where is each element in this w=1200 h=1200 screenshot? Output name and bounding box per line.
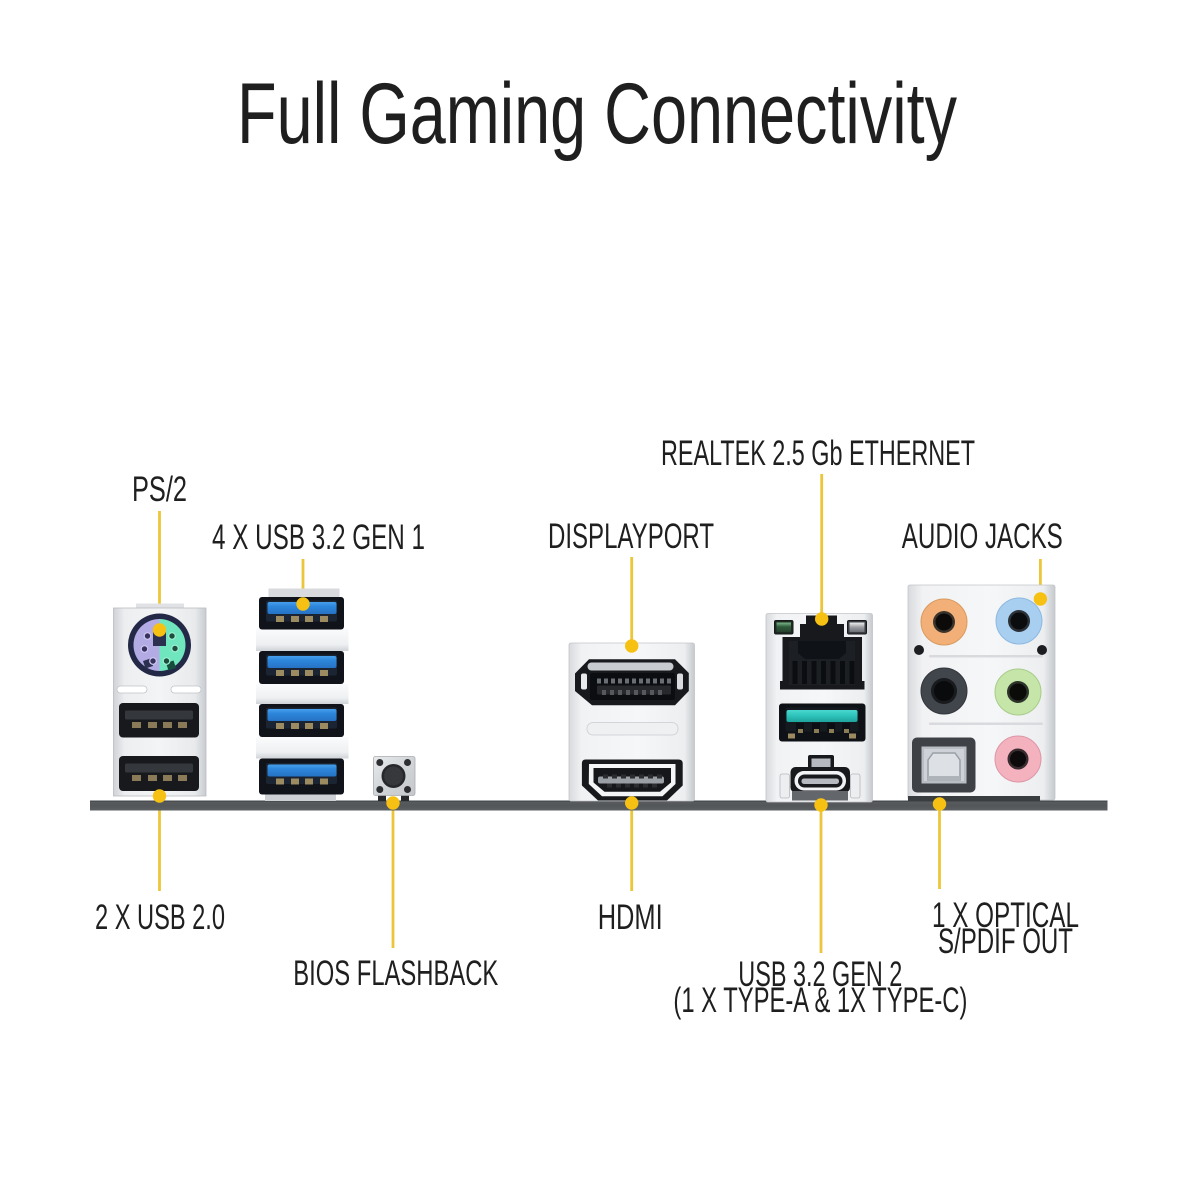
svg-text:BIOS FLASHBACK: BIOS FLASHBACK [293, 954, 498, 993]
svg-text:(1 X TYPE-A & 1X TYPE-C): (1 X TYPE-A & 1X TYPE-C) [673, 981, 967, 1020]
svg-text:PS/2: PS/2 [132, 470, 187, 509]
svg-text:USB 3.2 GEN 2: USB 3.2 GEN 2 [738, 955, 902, 994]
svg-text:S/PDIF OUT: S/PDIF OUT [938, 922, 1073, 961]
svg-text:AUDIO JACKS: AUDIO JACKS [902, 517, 1063, 556]
svg-text:DISPLAYPORT: DISPLAYPORT [548, 517, 714, 556]
svg-text:REALTEK 2.5 Gb ETHERNET: REALTEK 2.5 Gb ETHERNET [661, 434, 975, 473]
svg-text:Full Gaming Connectivity: Full Gaming Connectivity [237, 66, 957, 162]
svg-text:2 X USB 2.0: 2 X USB 2.0 [95, 898, 225, 937]
svg-text:4 X USB 3.2 GEN 1: 4 X USB 3.2 GEN 1 [212, 518, 425, 557]
svg-text:HDMI: HDMI [598, 898, 663, 937]
svg-text:1 X OPTICAL: 1 X OPTICAL [932, 896, 1079, 935]
